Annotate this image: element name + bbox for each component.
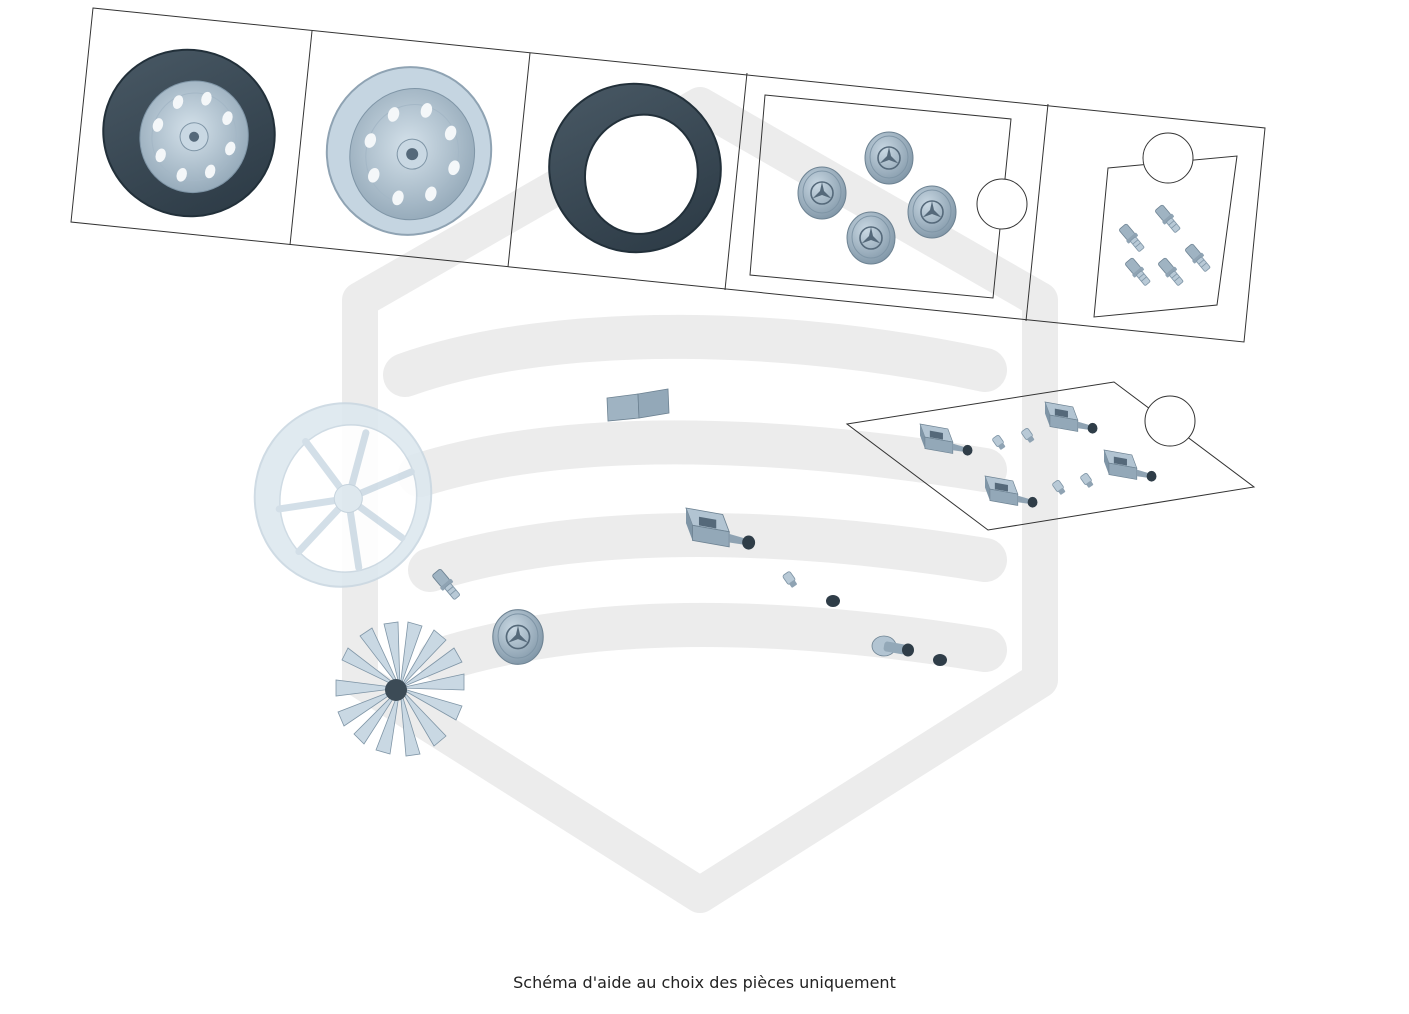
- alloy-wheel-icon[interactable]: [234, 383, 452, 606]
- tpms-sensor-set-icon[interactable]: [845, 381, 1256, 531]
- valve-icon[interactable]: [871, 635, 914, 657]
- tire-icon[interactable]: [527, 62, 742, 275]
- hub-cap-set-icon[interactable]: [749, 94, 1028, 299]
- wheel-cover-icon[interactable]: [335, 621, 465, 757]
- steel-rim-icon[interactable]: [305, 46, 513, 256]
- top-parts-strip: [70, 7, 1266, 343]
- hub-cap-icon[interactable]: [491, 608, 545, 666]
- valve-cap-icon[interactable]: [781, 570, 947, 666]
- balance-weight-icon[interactable]: [606, 388, 670, 422]
- wheel-bolt-set-icon[interactable]: [1093, 132, 1238, 318]
- diagram-caption: Schéma d'aide au choix des pièces unique…: [513, 973, 896, 992]
- complete-wheel-icon[interactable]: [82, 27, 297, 238]
